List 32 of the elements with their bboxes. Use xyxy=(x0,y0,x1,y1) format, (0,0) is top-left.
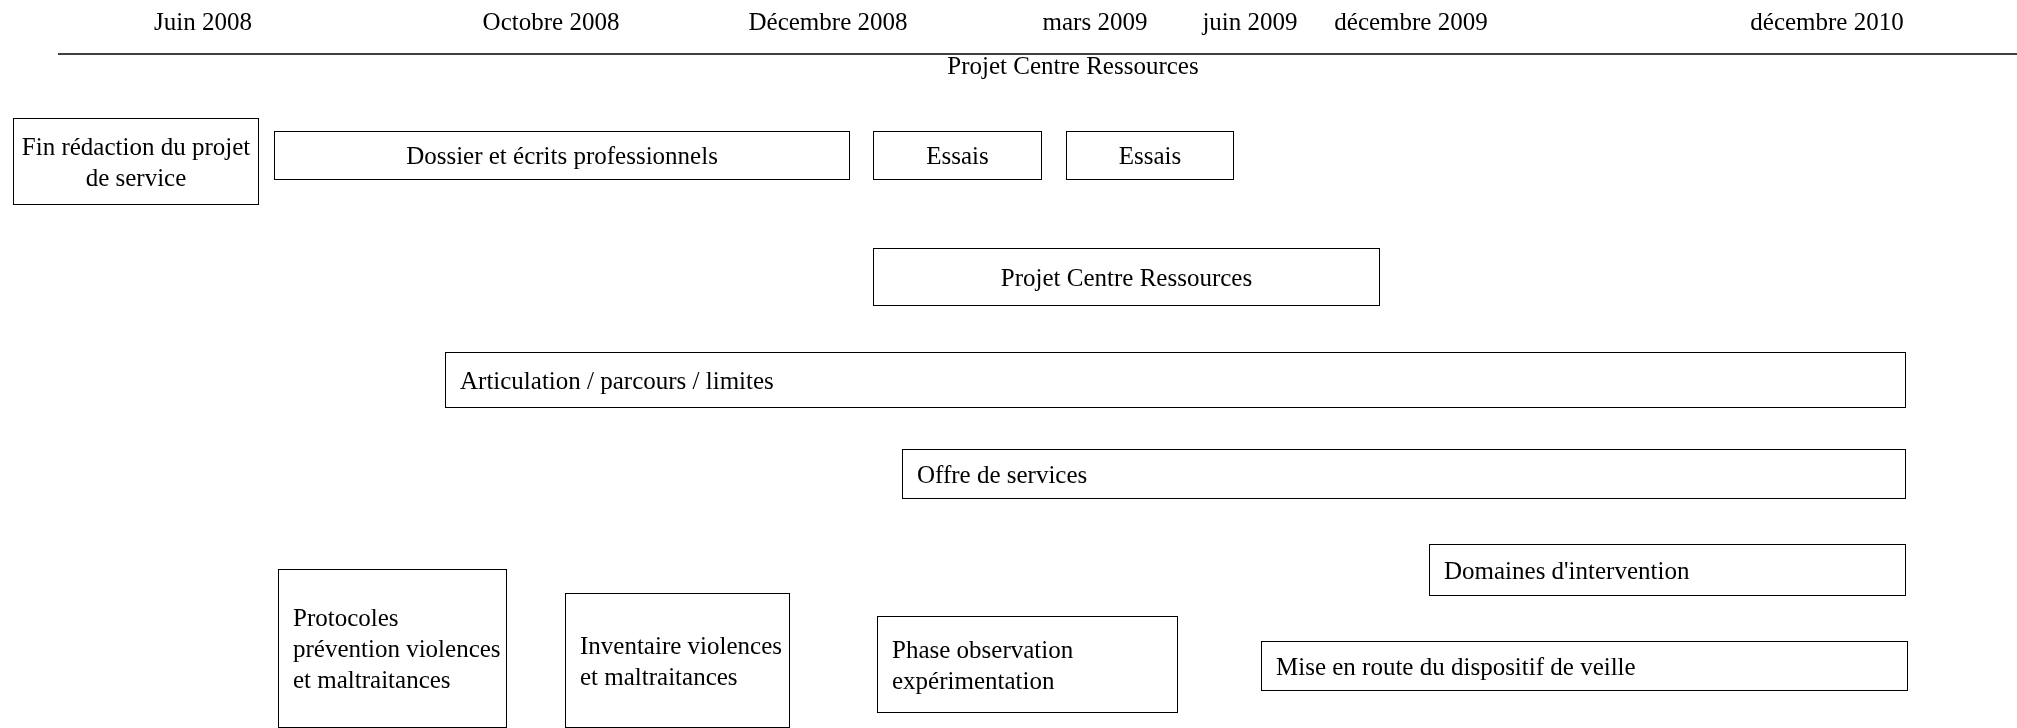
task-label: Dossier et écrits professionnels xyxy=(406,141,718,171)
date-label: Juin 2008 xyxy=(154,8,252,36)
task-box xyxy=(565,593,790,728)
task-label: Mise en route du dispositif de veille xyxy=(1276,651,1636,682)
date-label: juin 2009 xyxy=(1202,8,1298,36)
section-heading: Projet Centre Ressources xyxy=(947,52,1199,80)
date-label: Octobre 2008 xyxy=(482,8,620,36)
task-box xyxy=(873,131,1042,180)
task-label: Essais xyxy=(926,141,989,171)
task-label: Protocoles prévention violences et maltraitances xyxy=(293,603,502,695)
date-label: décembre 2009 xyxy=(1334,8,1488,36)
task-label: Phase observation expérimentation xyxy=(892,634,1075,696)
task-box xyxy=(873,248,1380,306)
task-box xyxy=(1066,131,1234,180)
date-label: Décembre 2008 xyxy=(748,8,908,36)
task-box xyxy=(1261,641,1908,691)
task-label: Domaines d'intervention xyxy=(1444,555,1690,586)
date-label: décembre 2010 xyxy=(1750,8,1904,36)
task-label: Offre de services xyxy=(917,459,1088,490)
task-label: Projet Centre Ressources xyxy=(1000,262,1253,293)
date-label: mars 2009 xyxy=(1042,8,1148,36)
task-box xyxy=(278,569,507,728)
task-label: Articulation / parcours / limites xyxy=(460,365,774,396)
task-label: Fin rédaction du projet de service xyxy=(20,131,252,193)
task-box xyxy=(1429,544,1906,596)
task-box xyxy=(13,118,259,205)
task-label: Essais xyxy=(1118,141,1182,171)
task-box xyxy=(445,352,1906,408)
task-box xyxy=(902,449,1906,499)
task-label: Inventaire violences et maltraitances xyxy=(580,630,783,692)
task-box xyxy=(877,616,1178,713)
task-box xyxy=(274,131,850,180)
